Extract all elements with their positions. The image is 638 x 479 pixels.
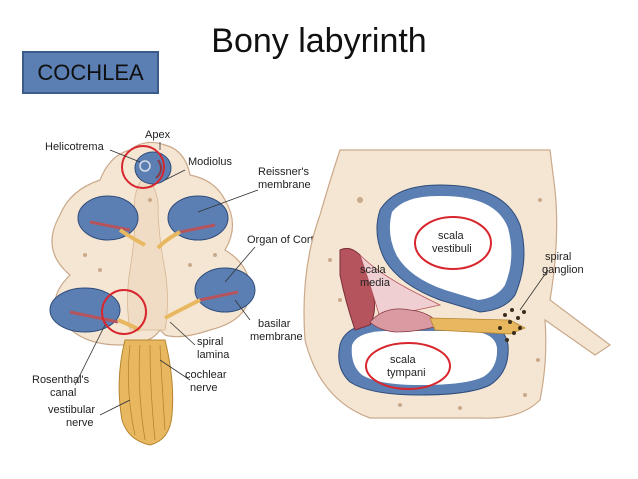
right-spiral-lamina: [429, 317, 526, 335]
scala-vestibuli-highlight: [414, 216, 492, 270]
left-cochlea-section: Apex Helicotrema Modiolus Reissner's mem…: [32, 129, 316, 446]
stria-vascularis: [339, 247, 376, 331]
apex-label: Apex: [145, 129, 171, 141]
rosenthals-canal-highlight: [101, 289, 147, 335]
scala-tympani-label-line1: scala: [390, 354, 417, 366]
rosenthals-label-line1: Rosenthal's: [32, 374, 90, 386]
scala-vestibuli-label-line2: vestibuli: [432, 243, 472, 255]
spiral-lamina-shape: [117, 228, 201, 332]
cochlear-nerve-label-line2: nerve: [190, 382, 218, 394]
basilar-label-line1: basilar: [258, 318, 291, 330]
reissners-label-line1: Reissner's: [258, 166, 310, 178]
scala-tympani-label-line2: tympani: [387, 367, 426, 379]
spiral-lamina-label-line2: lamina: [197, 349, 230, 361]
spiral-ganglion-cells: [498, 308, 526, 342]
scala-turn-right-upper: [167, 195, 229, 241]
scala-vestibuli-lumen: [389, 195, 512, 300]
vestibular-nerve-label-line1: vestibular: [48, 404, 95, 416]
modiolus-label: Modiolus: [188, 156, 233, 168]
reissners-label-line2: membrane: [258, 179, 311, 191]
scala-media-label-line2: media: [360, 277, 391, 289]
scala-media-label-line1: scala: [360, 264, 387, 276]
spiral-lamina-label-line1: spiral: [197, 336, 223, 348]
right-cochlea-detail: scala vestibuli scala media scala tympan…: [303, 149, 612, 419]
scala-media-lumen: [359, 254, 442, 319]
spiral-ganglion-label-line1: spiral: [545, 251, 571, 263]
scala-turn-right-lower: [194, 267, 256, 313]
scala-vestibuli-label-line1: scala: [438, 230, 465, 242]
scala-tympani-highlight: [365, 342, 451, 390]
scala-turn-left-upper: [77, 195, 139, 241]
slide-title: Bony labyrinth: [211, 22, 427, 60]
helicotrema-highlight: [121, 145, 165, 189]
cochlea-tag: COCHLEA: [22, 51, 159, 94]
scala-turn-left-lower: [49, 287, 121, 333]
vestibular-nerve-label-line2: nerve: [66, 417, 94, 429]
scala-tympani-lumen: [351, 331, 498, 385]
spiral-ganglion-label-line2: ganglion: [542, 264, 584, 276]
basilar-label-line2: membrane: [250, 331, 303, 343]
organ-of-corti-label: Organ of Corti: [247, 234, 316, 246]
helicotrema-label: Helicotrema: [45, 141, 105, 153]
cochlear-nerve-label-line1: cochlear: [185, 369, 227, 381]
rosenthals-label-line2: canal: [50, 387, 76, 399]
cochlear-nerve-trunk: [118, 339, 174, 446]
